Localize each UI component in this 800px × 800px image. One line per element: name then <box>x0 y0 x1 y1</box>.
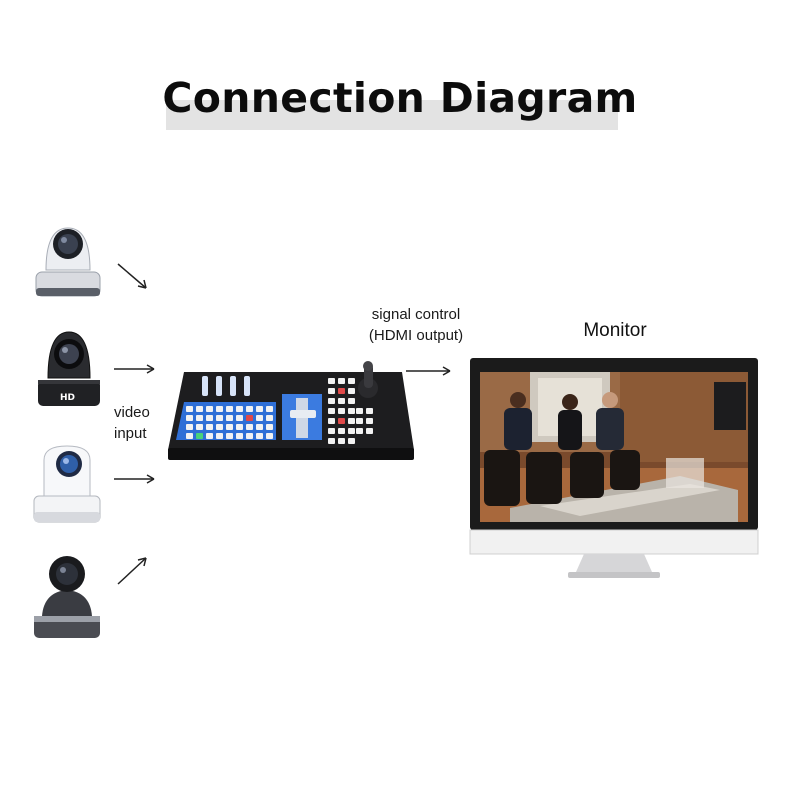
controller-key <box>246 424 253 430</box>
controller-key <box>356 418 363 424</box>
controller-key <box>328 388 335 394</box>
controller-key <box>328 378 335 384</box>
video-switcher-controller-icon <box>168 361 414 460</box>
controller-key <box>338 378 345 384</box>
controller-key <box>226 406 233 412</box>
controller-key <box>266 433 273 439</box>
controller-key <box>256 424 263 430</box>
controller-key <box>328 438 335 444</box>
ptz-camera-white-icon <box>33 445 101 523</box>
ptz-camera-black-icon: HD <box>38 331 100 406</box>
diagram-title: Connection Diagram <box>162 74 638 122</box>
controller-key <box>216 433 223 439</box>
controller-key <box>338 428 345 434</box>
arrow-camera-1-icon <box>117 263 147 289</box>
ptz-camera-dome-icon <box>34 556 100 638</box>
controller-key <box>216 415 223 421</box>
controller-key <box>186 433 193 439</box>
controller-key <box>366 408 373 414</box>
controller-key <box>256 433 263 439</box>
controller-key <box>338 398 345 404</box>
controller-key <box>266 415 273 421</box>
controller-key <box>348 418 355 424</box>
controller-key <box>356 408 363 414</box>
controller-key <box>226 433 233 439</box>
controller-key <box>338 388 345 394</box>
monitor-screen-image <box>480 372 748 522</box>
monitor-label: Monitor <box>583 320 647 341</box>
controller-key <box>328 418 335 424</box>
controller-key <box>348 378 355 384</box>
controller-key <box>338 408 345 414</box>
controller-key <box>348 388 355 394</box>
controller-buttons <box>186 378 373 444</box>
controller-key <box>236 406 243 412</box>
camera-hd-badge: HD <box>60 393 75 403</box>
controller-key <box>226 415 233 421</box>
controller-key <box>196 424 203 430</box>
signal-control-line2: (HDMI output) <box>368 327 464 344</box>
controller-key <box>216 424 223 430</box>
controller-key <box>366 428 373 434</box>
controller-key <box>338 418 345 424</box>
controller-key <box>236 424 243 430</box>
controller-key <box>206 433 213 439</box>
controller-key <box>266 406 273 412</box>
controller-key <box>328 398 335 404</box>
controller-key <box>356 428 363 434</box>
monitor-icon <box>469 358 759 578</box>
controller-key <box>246 433 253 439</box>
arrow-to-monitor-icon <box>406 366 451 376</box>
controller-key <box>338 438 345 444</box>
controller-key <box>186 406 193 412</box>
controller-key <box>206 406 213 412</box>
arrow-camera-2-icon <box>114 364 155 374</box>
controller-key <box>348 398 355 404</box>
controller-key <box>348 438 355 444</box>
controller-key <box>328 428 335 434</box>
ptz-camera-silver-icon <box>35 227 101 297</box>
controller-key <box>348 428 355 434</box>
controller-key <box>196 433 203 439</box>
controller-key <box>256 415 263 421</box>
controller-key <box>246 406 253 412</box>
controller-key <box>236 433 243 439</box>
arrow-camera-4-icon <box>117 557 147 585</box>
video-input-label-line2: input <box>114 425 147 442</box>
controller-key <box>196 406 203 412</box>
controller-key <box>246 415 253 421</box>
title-highlight-band <box>166 100 618 130</box>
controller-key <box>196 415 203 421</box>
signal-control-line1: signal control <box>371 306 461 323</box>
controller-key <box>226 424 233 430</box>
controller-key <box>348 408 355 414</box>
signal-control-label: signal control (HDMI output) <box>356 304 476 346</box>
controller-key <box>206 415 213 421</box>
controller-key <box>328 408 335 414</box>
controller-key <box>236 415 243 421</box>
video-input-label: video input <box>114 402 150 444</box>
controller-key <box>256 406 263 412</box>
controller-key <box>266 424 273 430</box>
arrow-camera-3-icon <box>114 474 155 484</box>
video-input-label-line1: video <box>114 404 150 421</box>
controller-key <box>366 418 373 424</box>
controller-key <box>206 424 213 430</box>
controller-key <box>186 415 193 421</box>
controller-key <box>186 424 193 430</box>
controller-key <box>216 406 223 412</box>
